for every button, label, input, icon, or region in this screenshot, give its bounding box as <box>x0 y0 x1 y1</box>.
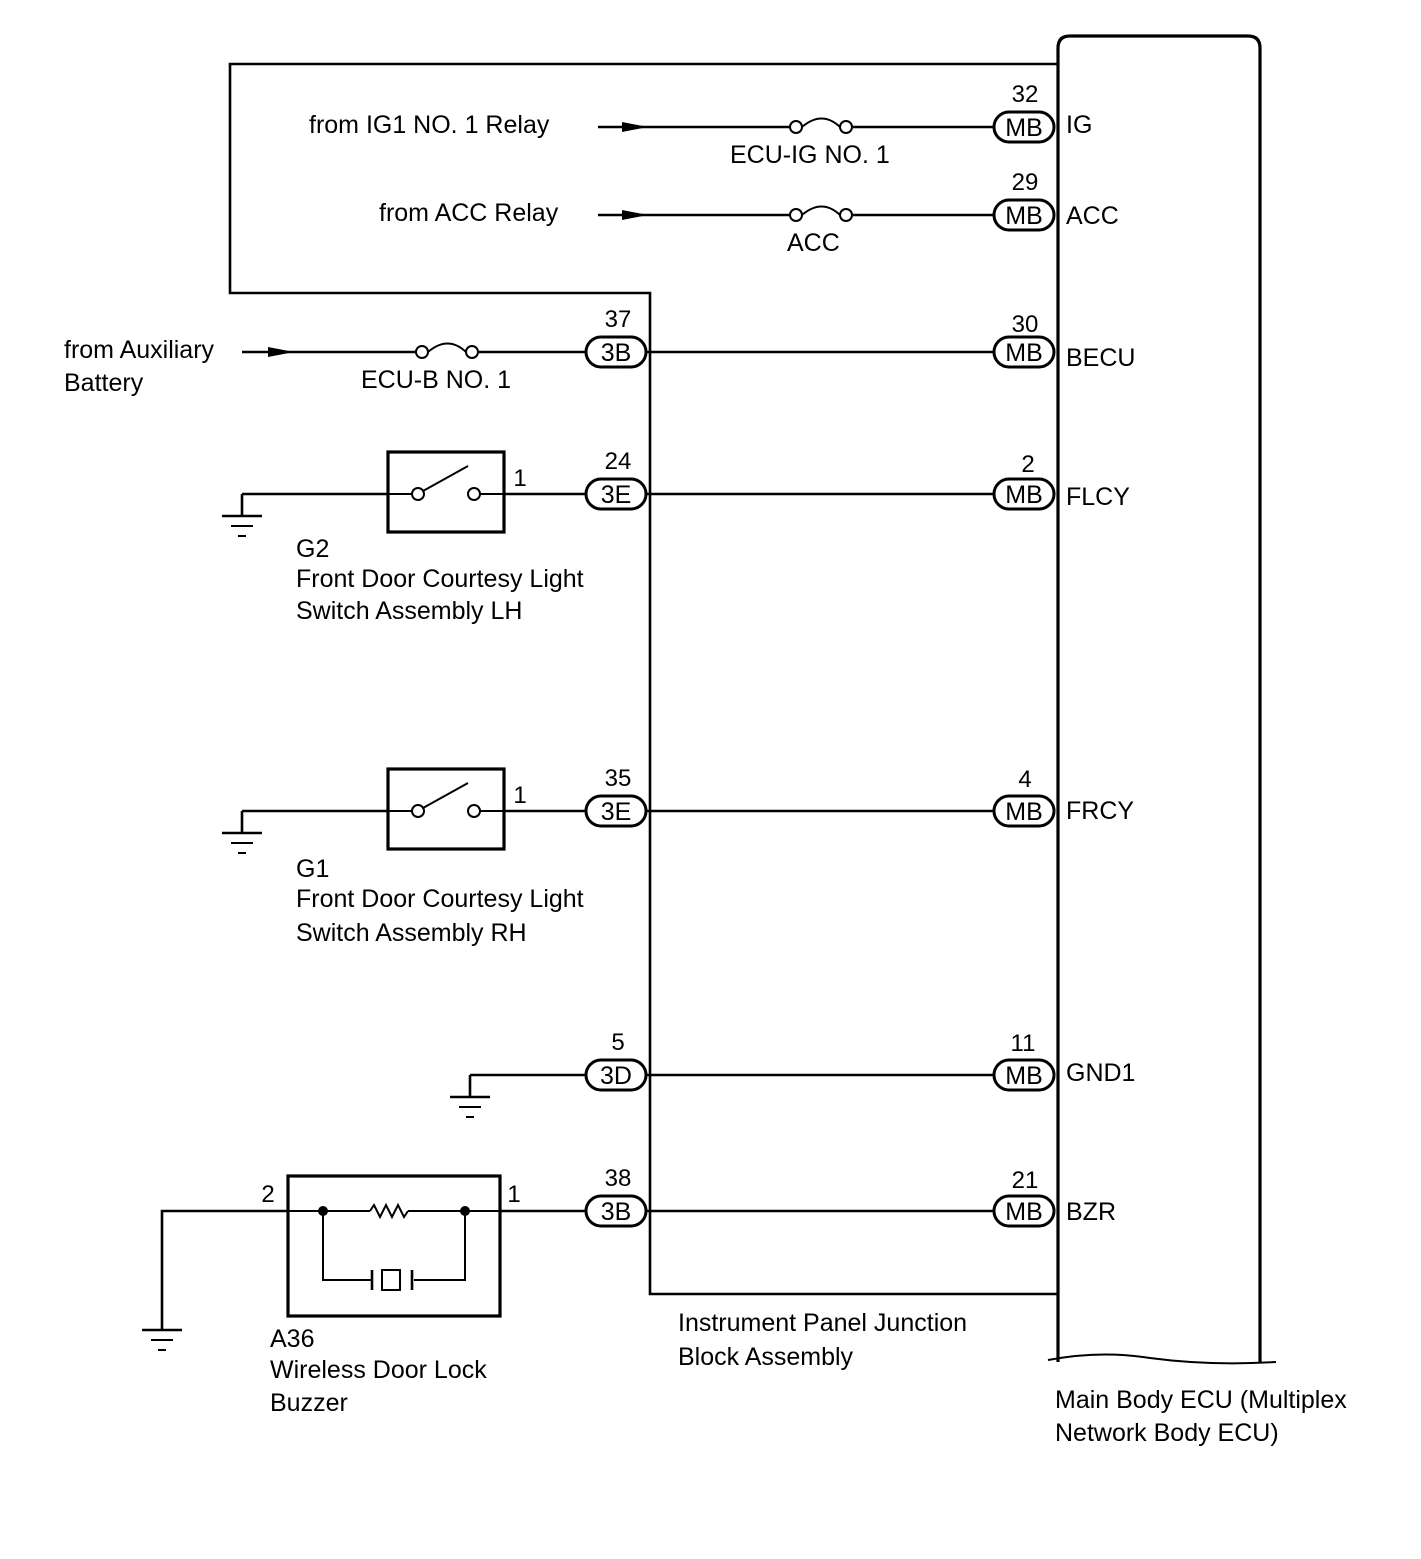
ground-icon <box>222 831 262 854</box>
arrow-icon <box>622 210 648 220</box>
source-ig1-label: from IG1 NO. 1 Relay <box>309 111 550 139</box>
ecu-label: Main Body ECU (Multiplex Network Body EC… <box>1055 1386 1347 1447</box>
source-aux-label-2: Battery <box>64 369 144 397</box>
svg-text:MB: MB <box>1005 1062 1043 1090</box>
svg-text:Wireless Door Lock: Wireless Door Lock <box>270 1356 487 1384</box>
svg-text:Front Door Courtesy Light: Front Door Courtesy Light <box>296 885 584 913</box>
svg-text:MB: MB <box>1005 798 1043 826</box>
svg-text:Switch Assembly RH: Switch Assembly RH <box>296 919 527 947</box>
svg-text:32: 32 <box>1012 81 1039 108</box>
jb-connector-37: 3B 37 <box>584 306 648 369</box>
jb-connector-5: 3D 5 <box>584 1029 648 1092</box>
svg-text:MB: MB <box>1005 1198 1043 1226</box>
ground-icon <box>142 1328 182 1351</box>
source-aux-label-1: from Auxiliary <box>64 336 215 364</box>
svg-text:Switch Assembly LH: Switch Assembly LH <box>296 597 522 625</box>
ecu-break-line <box>1047 1353 1277 1365</box>
svg-text:Network Body ECU): Network Body ECU) <box>1055 1419 1279 1447</box>
fuse-icon <box>415 342 479 359</box>
a36-buzzer-box <box>286 1174 502 1318</box>
ecu-terminal-acc: MB 29 ACC <box>992 169 1119 232</box>
junction-block-label: Instrument Panel Junction Block Assembly <box>678 1309 967 1371</box>
ecu-terminal-gnd1: MB 11 GND1 <box>992 1030 1135 1092</box>
junction-block-outline <box>228 62 1058 1296</box>
g1-label: G1 Front Door Courtesy Light Switch Asse… <box>296 855 584 947</box>
svg-text:2: 2 <box>1021 451 1034 478</box>
svg-text:G1: G1 <box>296 855 329 883</box>
svg-text:Buzzer: Buzzer <box>270 1389 348 1417</box>
svg-text:21: 21 <box>1012 1167 1039 1194</box>
fuse-acc-label: ACC <box>787 229 840 257</box>
svg-text:BECU: BECU <box>1066 344 1135 372</box>
fuse-ecu-ig-label: ECU-IG NO. 1 <box>730 141 890 169</box>
fuse-ecu-b-label: ECU-B NO. 1 <box>361 366 511 394</box>
a36-pin-left-label: 2 <box>261 1181 274 1208</box>
ecu-terminal-bzr: MB 21 BZR <box>992 1167 1116 1228</box>
source-acc-label: from ACC Relay <box>379 199 559 227</box>
svg-text:3B: 3B <box>601 339 632 367</box>
svg-text:IG: IG <box>1066 111 1092 139</box>
svg-text:MB: MB <box>1005 114 1043 142</box>
a36-ground-wire <box>160 1209 288 1330</box>
svg-text:Main Body ECU (Multiplex: Main Body ECU (Multiplex <box>1055 1386 1347 1414</box>
svg-text:Block Assembly: Block Assembly <box>678 1343 854 1371</box>
svg-text:30: 30 <box>1012 311 1039 338</box>
svg-text:3E: 3E <box>601 481 632 509</box>
svg-text:37: 37 <box>605 306 632 333</box>
ground-icon <box>222 514 262 537</box>
svg-text:MB: MB <box>1005 339 1043 367</box>
ecu-outline <box>1056 34 1262 1362</box>
svg-text:38: 38 <box>605 1165 632 1192</box>
svg-text:Instrument Panel Junction: Instrument Panel Junction <box>678 1309 967 1337</box>
jb-connector-24: 3E 24 <box>584 448 648 511</box>
switch-icon <box>388 782 504 818</box>
svg-text:11: 11 <box>1011 1030 1036 1057</box>
ecu-terminal-frcy: MB 4 FRCY <box>992 766 1134 828</box>
jb-connector-38: 3B 38 <box>584 1165 648 1228</box>
svg-text:35: 35 <box>605 765 632 792</box>
jb-connector-35: 3E 35 <box>584 765 648 828</box>
svg-text:ACC: ACC <box>1066 202 1119 230</box>
svg-text:3E: 3E <box>601 798 632 826</box>
ecu-terminal-flcy: MB 2 FLCY <box>992 451 1130 511</box>
fuse-icon <box>789 117 853 134</box>
a36-label: A36 Wireless Door Lock Buzzer <box>270 1325 487 1417</box>
svg-text:MB: MB <box>1005 202 1043 230</box>
g2-pin-label: 1 <box>513 465 526 492</box>
arrow-icon <box>268 347 294 357</box>
svg-text:BZR: BZR <box>1066 1198 1116 1226</box>
svg-text:4: 4 <box>1018 766 1031 793</box>
svg-text:Front Door Courtesy Light: Front Door Courtesy Light <box>296 565 584 593</box>
g1-switch-box <box>386 767 506 851</box>
svg-text:3B: 3B <box>601 1198 632 1226</box>
buzzer-icon <box>288 1202 500 1291</box>
svg-text:3D: 3D <box>600 1062 632 1090</box>
svg-text:A36: A36 <box>270 1325 314 1353</box>
g1-pin-label: 1 <box>513 782 526 809</box>
svg-text:G2: G2 <box>296 535 329 563</box>
a36-pin-right-label: 1 <box>507 1181 520 1208</box>
ground-icon <box>450 1095 490 1118</box>
fuse-icon <box>789 205 853 222</box>
svg-text:29: 29 <box>1012 169 1039 196</box>
g2-switch-box <box>386 450 506 534</box>
arrow-icon <box>622 122 648 132</box>
ecu-terminal-ig: MB 32 IG <box>992 81 1092 144</box>
g2-label: G2 Front Door Courtesy Light Switch Asse… <box>296 535 584 625</box>
svg-text:MB: MB <box>1005 481 1043 509</box>
svg-text:GND1: GND1 <box>1066 1059 1135 1087</box>
switch-icon <box>388 465 504 501</box>
svg-text:5: 5 <box>611 1029 624 1056</box>
ecu-terminal-becu: MB 30 BECU <box>992 311 1135 372</box>
svg-text:24: 24 <box>605 448 632 475</box>
svg-text:FLCY: FLCY <box>1066 483 1130 511</box>
svg-text:FRCY: FRCY <box>1066 797 1134 825</box>
